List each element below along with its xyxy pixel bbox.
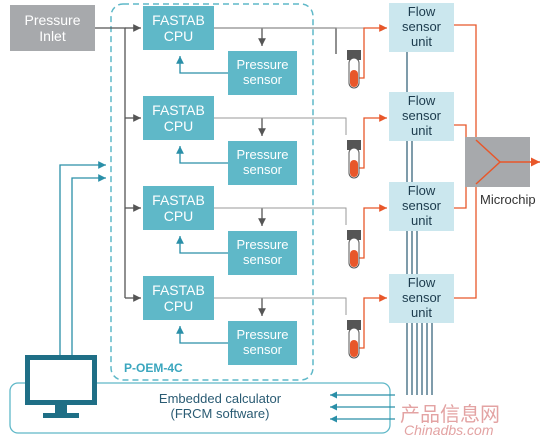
flow-sensor-unit-2: Flow sensor unit: [389, 92, 454, 141]
watermark-url: Chinadbs.com: [404, 422, 494, 438]
calculator-label: Embedded calculator (FRCM software): [158, 391, 282, 421]
cpu-box-4: FASTAB CPU: [143, 276, 214, 320]
oem-enclosure: [110, 3, 314, 381]
cpu-box-2: FASTAB CPU: [143, 96, 214, 140]
flow-sensor-unit-1: Flow sensor unit: [389, 3, 454, 52]
pressure-sensor-4: Pressure sensor: [228, 321, 297, 365]
reservoir-tubes: [347, 50, 361, 359]
computer-control-lines: [59, 161, 106, 355]
flow-sensor-unit-4: Flow sensor unit: [389, 274, 454, 323]
microchip-label: Microchip: [480, 191, 536, 207]
computer-icon: [25, 355, 97, 418]
watermark-cn: 产品信息网: [400, 404, 500, 426]
flow-sensor-unit-3: Flow sensor unit: [389, 182, 454, 231]
cpu-box-3: FASTAB CPU: [143, 186, 214, 230]
pressure-sensor-2: Pressure sensor: [228, 141, 297, 185]
inlet-line: [95, 27, 126, 298]
oem-label: P-OEM-4C: [124, 361, 183, 376]
pressure-sensor-3: Pressure sensor: [228, 231, 297, 275]
pressure-sensor-1: Pressure sensor: [228, 51, 297, 95]
calculator-enclosure: [9, 382, 391, 434]
pressure-inlet: Pressure Inlet: [10, 5, 95, 51]
microchip-block: [465, 137, 540, 187]
cpu-box-1: FASTAB CPU: [143, 6, 214, 50]
